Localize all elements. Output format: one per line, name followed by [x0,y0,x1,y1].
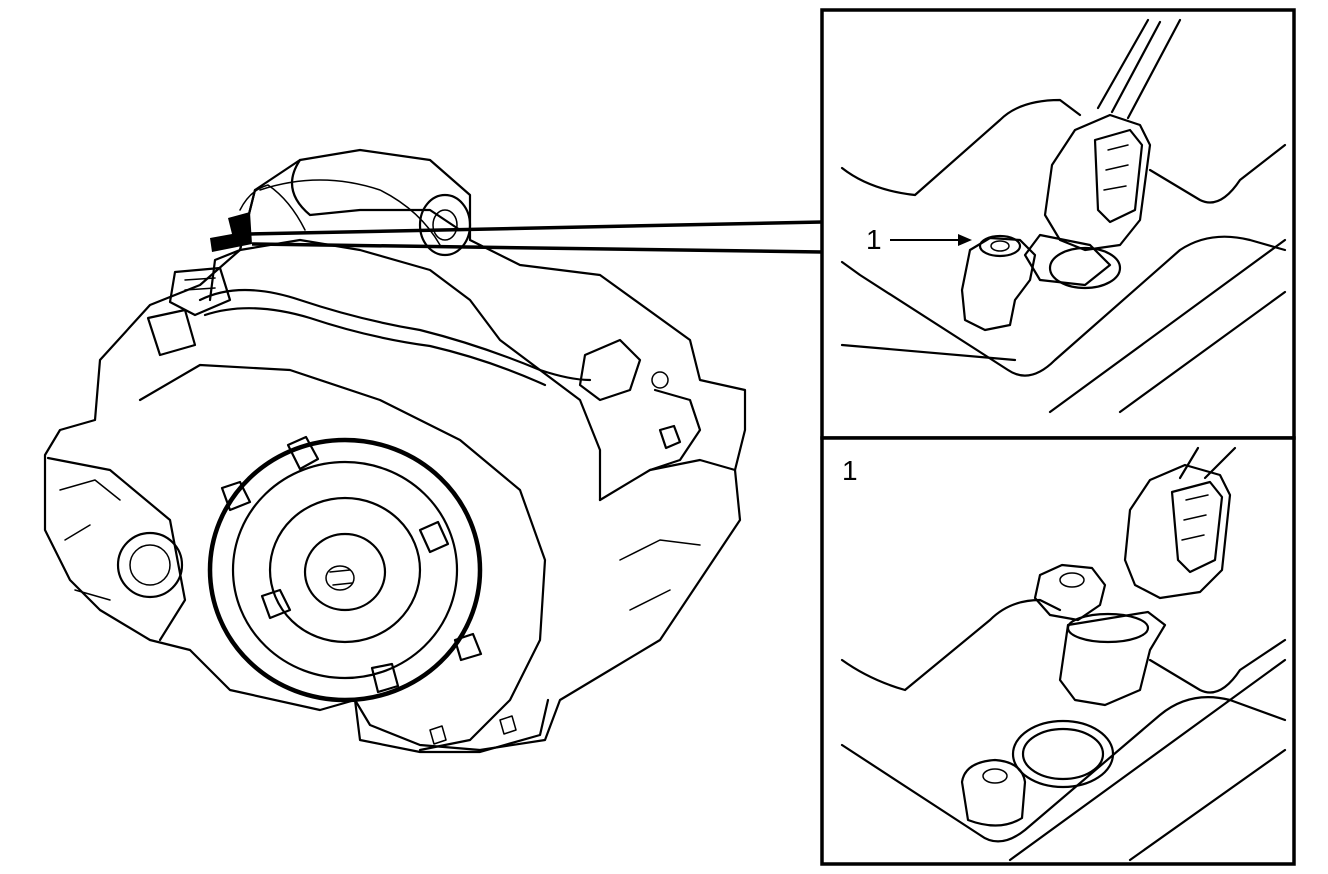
detail-panel-installed: 1 [820,8,1296,440]
detail-panel-removed: 1 [820,436,1296,866]
callout-label-removed: 1 [842,455,858,486]
callout-label-sensor: 1 [866,224,882,255]
transmission-assembly [43,148,747,754]
speed-sensor-location [210,212,252,252]
detail-leader-lines [249,220,823,254]
